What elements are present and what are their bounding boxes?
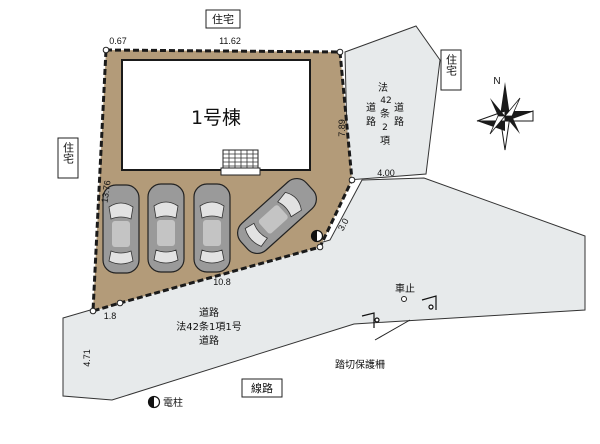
neighbor-top: 住宅 [205,9,241,29]
north-road-char: 条 [380,107,390,120]
north-road-char: 項 [380,135,390,147]
legend-utility-pole-icon [147,395,161,409]
neighbor-right: 住宅 [440,49,462,91]
compass-icon [476,82,534,151]
neighbor-top-label: 住宅 [212,12,234,26]
south-road-label-3: 道路 [199,334,219,347]
compass-north-label: N [493,76,500,87]
car-4 [237,177,317,255]
dim-right-upper: 7.89 [337,119,347,137]
dim-top: 11.62 [219,36,241,46]
car-stop-marker [401,296,407,302]
legend-utility-pole-label: 電柱 [163,396,183,409]
north-road-char: 道 [366,101,376,114]
neighbor-left: 住宅 [57,137,79,179]
entrance-grid-lines [223,150,258,168]
car-2 [147,183,185,273]
south-road-area [62,177,586,401]
north-road-char: 路 [366,115,376,128]
utility-pole-icon [310,229,324,243]
building-1 [121,59,311,171]
crossing-fence-leader [374,319,411,341]
south-road-label-1: 道路 [199,306,219,319]
neighbor-left-label: 住宅 [62,141,75,164]
dim-road-width: 4.71 [82,349,92,367]
dim-bottom: 10.8 [213,277,231,287]
north-road-char: 道 [394,101,404,114]
car-3 [193,183,231,273]
dim-left: 13.76 [100,180,113,204]
car-stop-label: 車止 [395,282,415,295]
boundary-markers [89,46,356,315]
north-road-char: 路 [394,115,404,128]
neighbor-right-label: 住宅 [445,53,458,76]
dim-right-width: 4.00 [377,168,395,178]
car-1 [102,184,140,274]
north-road-char: 2 [382,123,388,133]
dim-top-left: 0.67 [109,36,127,46]
crossing-fence-label: 踏切保護柵 [335,358,385,371]
north-road-area [344,25,441,181]
dim-left-corner: 1.8 [104,311,117,321]
north-road-char: 42 [380,96,391,106]
south-road-label-2: 法42条1項1号 [176,320,241,333]
entrance-step [220,167,261,176]
railway-label: 線路 [251,381,273,395]
north-road-char: 法 [378,81,388,94]
crossing-fence [361,295,437,328]
railway: 線路 [241,378,283,398]
building-label: 1号棟 [191,107,241,129]
